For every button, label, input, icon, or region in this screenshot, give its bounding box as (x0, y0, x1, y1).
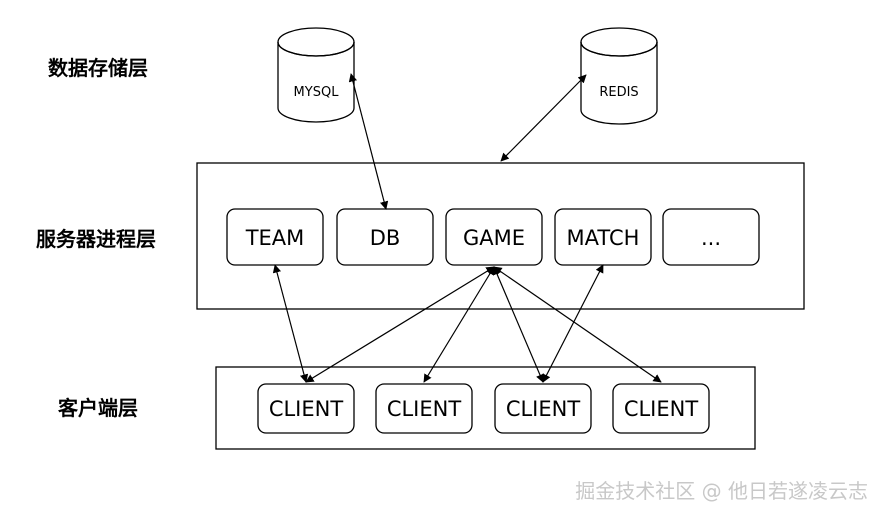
redis-database: REDIS (580, 27, 658, 125)
client-node-label: CLIENT (269, 397, 344, 421)
client-layer-label: 客户端层 (57, 396, 138, 420)
server-node-box (445, 208, 543, 266)
watermark: 掘金技术社区 @ 他日若遂凌云志 (575, 479, 868, 503)
client-node-label: CLIENT (624, 397, 699, 421)
server-layer-label: 服务器进程层 (36, 227, 156, 251)
client-node-box (494, 383, 592, 434)
server-node-label: DB (370, 226, 401, 250)
redis-label: REDIS (599, 85, 638, 100)
client-node-label: CLIENT (387, 397, 462, 421)
client-node-box (375, 383, 473, 434)
arrow-mysql-db (348, 73, 389, 210)
client-node-2: CLIENT (375, 383, 473, 434)
mysql-label: MYSQL (294, 85, 340, 100)
arrow-team-client1 (272, 264, 309, 383)
client-node-box (257, 383, 355, 434)
server-node-team: TEAM (226, 208, 324, 266)
client-node-4: CLIENT (612, 383, 710, 434)
client-node-1: CLIENT (257, 383, 355, 434)
server-node-match: MATCH (554, 208, 652, 266)
arrow-game-client2 (423, 266, 495, 383)
server-node-label: MATCH (567, 226, 640, 250)
server-node-label: GAME (463, 226, 525, 250)
server-node-game: GAME (445, 208, 543, 266)
server-node-box (662, 208, 760, 266)
client-node-box (612, 383, 710, 434)
redis-cylinder-rim (580, 41, 658, 57)
server-node-db: DB (336, 208, 434, 266)
client-node-3: CLIENT (494, 383, 592, 434)
arrow-redis-server (500, 74, 587, 162)
mysql-cylinder-rim (277, 41, 355, 57)
connectors (272, 73, 662, 383)
server-node-label: TEAM (245, 226, 305, 250)
storage-layer-label: 数据存储层 (48, 56, 148, 80)
client-node-label: CLIENT (506, 397, 581, 421)
server-node-label: ... (701, 226, 721, 250)
arrow-match-client3 (542, 264, 604, 383)
server-node-more: ... (662, 208, 760, 266)
mysql-database: MYSQL (277, 27, 355, 123)
